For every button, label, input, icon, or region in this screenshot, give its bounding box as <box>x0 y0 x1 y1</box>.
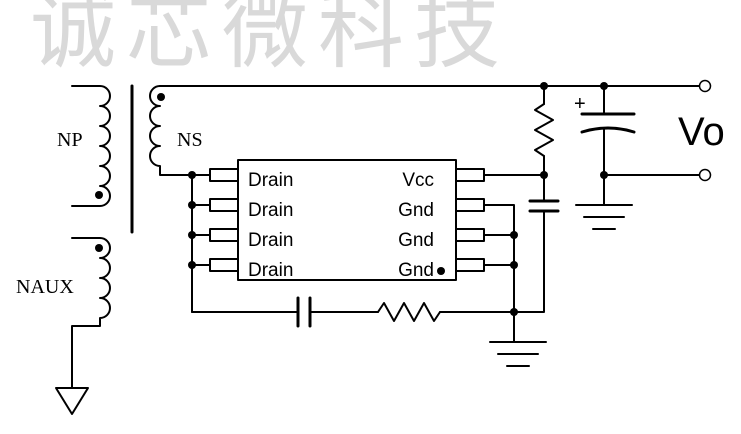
output-capacitor <box>580 112 636 134</box>
naux-label: NAUX <box>16 276 74 298</box>
watermark-text: 诚芯微科技 <box>30 0 510 79</box>
pin-gnd-3 <box>455 258 485 272</box>
pin-vcc <box>455 168 485 182</box>
ic-pin-label: Drain <box>248 260 293 281</box>
main-ground-symbol <box>489 341 547 367</box>
vcc-capacitor <box>528 199 560 213</box>
np-polarity-dot <box>95 191 103 199</box>
ic-pin-label: Vcc <box>402 170 434 191</box>
ic-pin-label: Gnd <box>398 260 434 281</box>
pin-gnd-2 <box>455 228 485 242</box>
output-terminal-positive <box>698 79 712 93</box>
auxiliary-winding <box>55 237 111 415</box>
output-voltage-label: Vo <box>678 110 725 154</box>
ns-label: NS <box>177 129 203 151</box>
snubber-resistor <box>377 302 441 322</box>
ic-pin1-dot <box>437 267 445 275</box>
pin-gnd-1 <box>455 198 485 212</box>
primary-winding <box>71 85 111 207</box>
pin-drain-2 <box>209 198 239 212</box>
ic-body <box>237 159 457 281</box>
feedback-resistor <box>534 103 554 157</box>
snubber-capacitor <box>296 296 312 328</box>
ns-polarity-dot <box>157 93 165 101</box>
pin-drain-1 <box>209 168 239 182</box>
pin-drain-3 <box>209 228 239 242</box>
junction-dots <box>188 82 608 316</box>
output-terminal-negative <box>698 168 712 182</box>
ic-pin-label: Drain <box>248 170 293 191</box>
secondary-winding <box>149 85 193 176</box>
naux-polarity-dot <box>95 244 103 252</box>
ic-pin-label: Gnd <box>398 230 434 251</box>
capacitor-plus-sign: + <box>574 93 586 115</box>
pin-drain-4 <box>209 258 239 272</box>
ic-pin-label: Gnd <box>398 200 434 221</box>
ic-pin-label: Drain <box>248 200 293 221</box>
ic-pin-label: Drain <box>248 230 293 251</box>
aux-ground-symbol <box>55 387 89 415</box>
np-label: NP <box>57 129 83 151</box>
output-ground-symbol <box>575 204 633 230</box>
